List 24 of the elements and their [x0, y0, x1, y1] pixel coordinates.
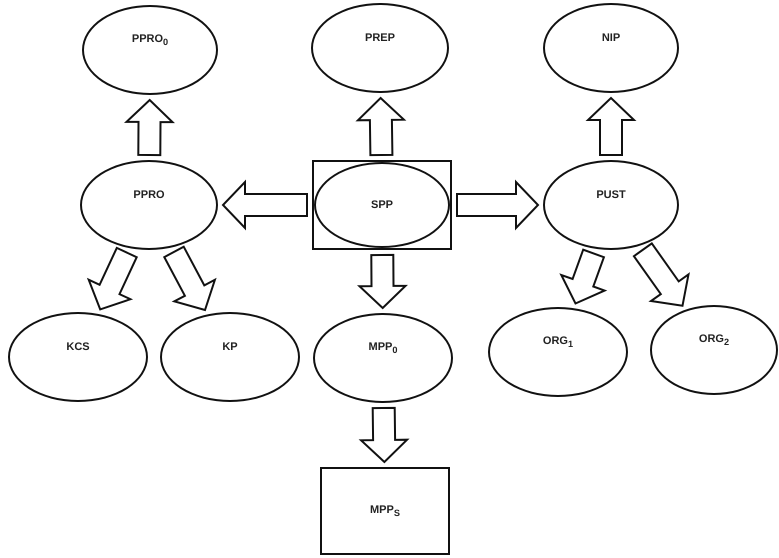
block-arrow [124, 98, 175, 156]
node-label: PREP [365, 32, 395, 44]
block-arrow [162, 245, 217, 312]
block-arrow [456, 180, 540, 230]
block-arrow [357, 254, 408, 310]
block-arrow [222, 180, 308, 230]
block-arrow [586, 96, 636, 156]
node-label: MPP$_{S}$ [370, 504, 400, 518]
process-box [320, 467, 450, 555]
node-label: KP [222, 341, 238, 353]
block-arrow [358, 406, 410, 464]
node-label: MPP$_{0}$ [368, 340, 398, 356]
block-arrow [86, 246, 138, 311]
block-arrow [355, 96, 406, 156]
node-label: SPP [370, 199, 393, 211]
node-label: PPRO$_{0}$ [132, 32, 168, 48]
block-arrow [632, 242, 690, 307]
node-label: NIP [602, 32, 620, 44]
node-label: KCS [66, 341, 90, 353]
node-label: PUST [596, 189, 626, 201]
node-label: ORG$_{1}$ [542, 334, 574, 350]
node-label: ORG$_{2}$ [698, 332, 730, 348]
block-arrow [559, 248, 608, 305]
node-label: PPRO [133, 189, 165, 201]
